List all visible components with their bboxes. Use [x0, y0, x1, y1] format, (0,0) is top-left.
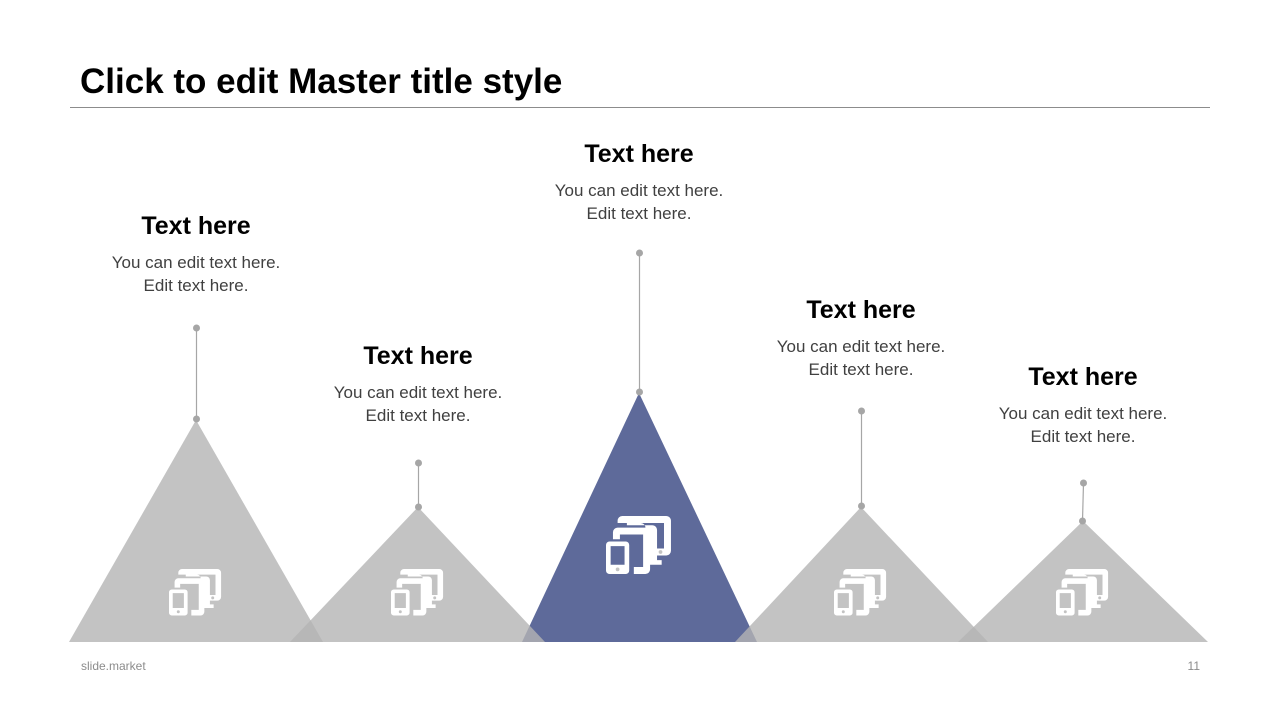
callout-heading[interactable]: Text here: [1028, 363, 1138, 391]
callout-body-line: Edit text here.: [808, 360, 914, 379]
callout-body-line: Edit text here.: [143, 276, 249, 295]
slide-title[interactable]: Click to edit Master title style: [80, 62, 563, 101]
callout-body-line: Edit text here.: [586, 204, 692, 223]
callout-body-line: You can edit text here.: [776, 337, 946, 356]
connector-pin-1: [193, 324, 200, 423]
footer-brand: slide.market: [81, 659, 146, 673]
callout-4: Text here You can edit text here. Edit t…: [741, 295, 981, 381]
title-divider: [70, 107, 1210, 108]
connector-pin-5: [1079, 479, 1087, 525]
callout-body[interactable]: You can edit text here. Edit text here.: [76, 251, 316, 297]
callout-3: Text here You can edit text here. Edit t…: [519, 139, 759, 225]
callout-body[interactable]: You can edit text here. Edit text here.: [519, 179, 759, 225]
callout-body[interactable]: You can edit text here. Edit text here.: [741, 335, 981, 381]
connector-pin-3: [636, 249, 643, 396]
callout-heading[interactable]: Text here: [363, 342, 473, 370]
callout-1: Text here You can edit text here. Edit t…: [76, 211, 316, 297]
callout-body-line: Edit text here.: [365, 406, 471, 425]
callout-heading[interactable]: Text here: [806, 296, 916, 324]
callout-2: Text here You can edit text here. Edit t…: [298, 341, 538, 427]
triangle-1: [69, 420, 323, 642]
connector-pin-4: [858, 407, 865, 510]
callout-body[interactable]: You can edit text here. Edit text here.: [963, 402, 1203, 448]
connector-pin-2: [415, 459, 422, 511]
callout-body-line: You can edit text here.: [998, 404, 1168, 423]
callout-body[interactable]: You can edit text here. Edit text here.: [298, 381, 538, 427]
callout-heading[interactable]: Text here: [584, 140, 694, 168]
callout-heading[interactable]: Text here: [141, 212, 251, 240]
slide-number: 11: [1187, 659, 1200, 673]
callout-body-line: Edit text here.: [1030, 427, 1136, 446]
callout-body-line: You can edit text here.: [554, 181, 724, 200]
callout-body-line: You can edit text here.: [333, 383, 503, 402]
callout-5: Text here You can edit text here. Edit t…: [963, 362, 1203, 448]
callout-body-line: You can edit text here.: [111, 253, 281, 272]
